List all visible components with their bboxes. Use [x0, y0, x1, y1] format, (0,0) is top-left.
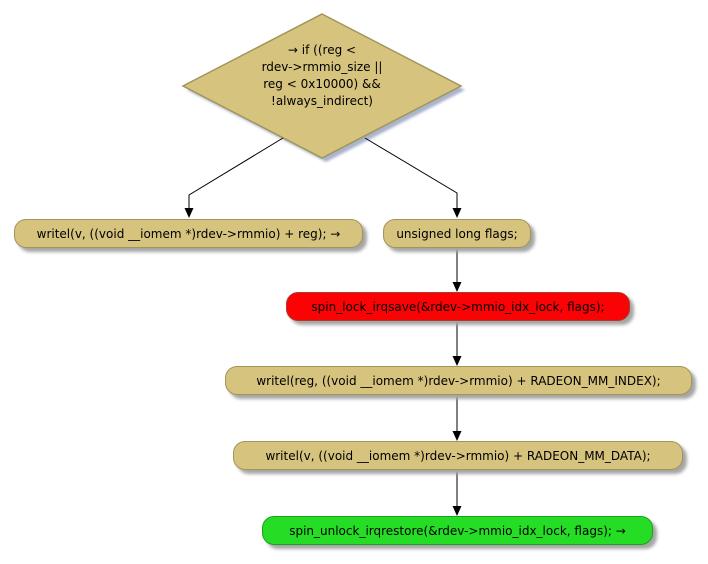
activity-writel-mm-data-label: writel(v, ((void __iomem *)rdev->rmmio) … [265, 448, 651, 463]
activity-writel-mm-index: writel(reg, ((void __iomem *)rdev->rmmio… [225, 366, 692, 395]
activity-spin-lock-label: spin_lock_irqsave(&rdev->mmio_idx_lock, … [311, 299, 605, 314]
activity-writel-mm-index-label: writel(reg, ((void __iomem *)rdev->rmmio… [256, 373, 661, 388]
decision-condition-label: → if ((reg < rdev->rmmio_size || reg < 0… [261, 43, 383, 108]
arrowhead-index [452, 356, 462, 366]
arrowhead-left [184, 208, 194, 218]
branch-left-arrow [188, 137, 284, 210]
activity-writel-direct-label: writel(v, ((void __iomem *)rdev->rmmio) … [36, 226, 341, 241]
arrowhead-lock [452, 282, 462, 292]
arrowhead-right [452, 208, 462, 218]
decision-diamond [181, 13, 463, 159]
activity-writel-mm-data: writel(v, ((void __iomem *)rdev->rmmio) … [233, 441, 683, 470]
branch-right-arrow [364, 137, 458, 210]
activity-spin-lock: spin_lock_irqsave(&rdev->mmio_idx_lock, … [286, 292, 630, 321]
activity-writel-direct: writel(v, ((void __iomem *)rdev->rmmio) … [14, 219, 363, 248]
activity-declare-flags-label: unsigned long flags; [396, 226, 518, 241]
activity-spin-unlock: spin_unlock_irqrestore(&rdev->mmio_idx_l… [262, 516, 653, 545]
activity-declare-flags: unsigned long flags; [383, 219, 531, 248]
arrowhead-data [452, 431, 462, 441]
arrowhead-unlock [452, 506, 462, 516]
activity-spin-unlock-label: spin_unlock_irqrestore(&rdev->mmio_idx_l… [289, 523, 626, 538]
